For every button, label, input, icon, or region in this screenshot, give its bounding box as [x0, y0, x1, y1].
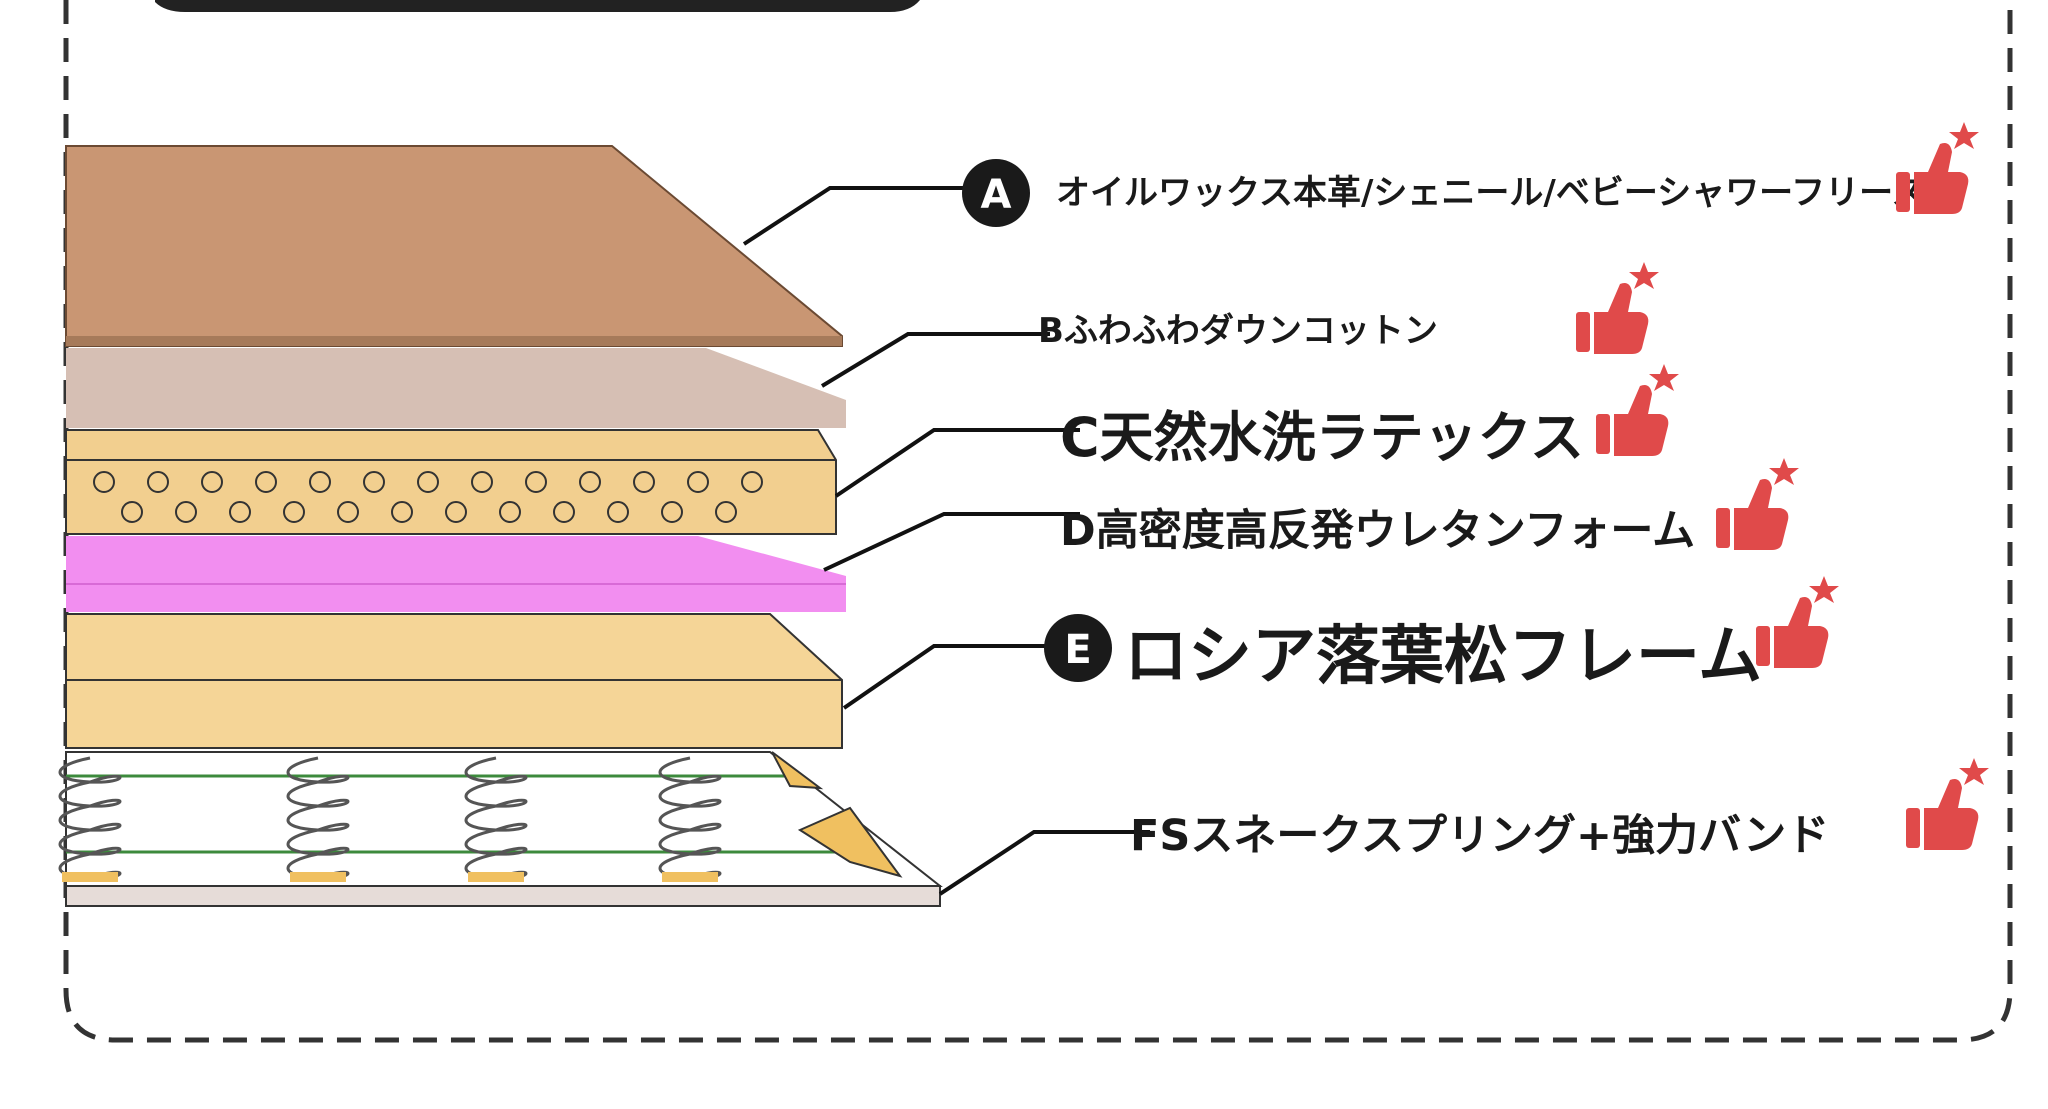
latex-hole: [741, 471, 763, 493]
spring-pad: [662, 872, 718, 882]
layer-b-cotton: [66, 348, 846, 428]
latex-hole: [255, 471, 277, 493]
latex-hole: [121, 501, 143, 523]
label-b: Bふわふわダウンコットン: [1038, 311, 1438, 351]
latex-hole: [417, 471, 439, 493]
latex-hole: [445, 501, 467, 523]
thumbs-up-star-icon: [1596, 364, 1679, 456]
latex-hole: [175, 501, 197, 523]
marker-a: A: [962, 159, 1030, 227]
layer-d-foam: [66, 536, 846, 612]
thumbs-up-star-icon: [1716, 458, 1799, 550]
latex-hole: [607, 501, 629, 523]
latex-hole: [363, 471, 385, 493]
latex-hole: [309, 471, 331, 493]
latex-hole: [525, 471, 547, 493]
latex-hole: [471, 471, 493, 493]
latex-hole: [147, 471, 169, 493]
latex-hole: [201, 471, 223, 493]
coil-spring: [464, 756, 528, 880]
thumbs-up-icons: [1576, 122, 1989, 850]
marker-e: E: [1044, 614, 1112, 682]
spring-pad: [468, 872, 524, 882]
latex-holes: [93, 471, 763, 523]
thumbs-up-star-icon: [1756, 576, 1839, 668]
marker-e-label: E: [1064, 627, 1091, 673]
latex-hole: [229, 501, 251, 523]
label-d: D高密度高反発ウレタンフォーム: [1060, 506, 1695, 556]
latex-hole: [499, 501, 521, 523]
layer-a-leather: [65, 145, 843, 347]
header-tab: [155, 0, 920, 12]
latex-hole: [687, 471, 709, 493]
latex-hole: [661, 501, 683, 523]
label-c: C天然水洗ラテックス: [1060, 406, 1584, 469]
latex-hole: [391, 501, 413, 523]
layer-e-wood: [65, 613, 843, 749]
coil-spring: [58, 756, 122, 880]
layer-f-springs: [58, 751, 943, 907]
thumbs-up-star-icon: [1906, 758, 1989, 850]
layer-c-latex: [65, 429, 837, 535]
latex-hole: [715, 501, 737, 523]
latex-hole: [93, 471, 115, 493]
dashed-frame: [63, 0, 2013, 1043]
coil-spring: [658, 756, 722, 880]
leader-lines: [742, 186, 1150, 896]
latex-hole: [337, 501, 359, 523]
label-a: オイルワックス本革/シェニール/ベビーシャワーフリース: [1056, 173, 1925, 213]
latex-hole: [283, 501, 305, 523]
latex-hole: [633, 471, 655, 493]
coil-spring: [286, 756, 350, 880]
spring-pad: [62, 872, 118, 882]
latex-hole: [553, 501, 575, 523]
coil-springs: [58, 756, 722, 882]
thumbs-up-star-icon: [1576, 262, 1659, 354]
label-e: ロシア落葉松フレーム: [1124, 620, 1762, 694]
spring-pad: [290, 872, 346, 882]
marker-a-label: A: [981, 172, 1012, 218]
latex-hole: [579, 471, 601, 493]
thumbs-up-star-icon: [1896, 122, 1979, 214]
label-f: FSスネークスプリング+強力バンド: [1130, 811, 1829, 861]
